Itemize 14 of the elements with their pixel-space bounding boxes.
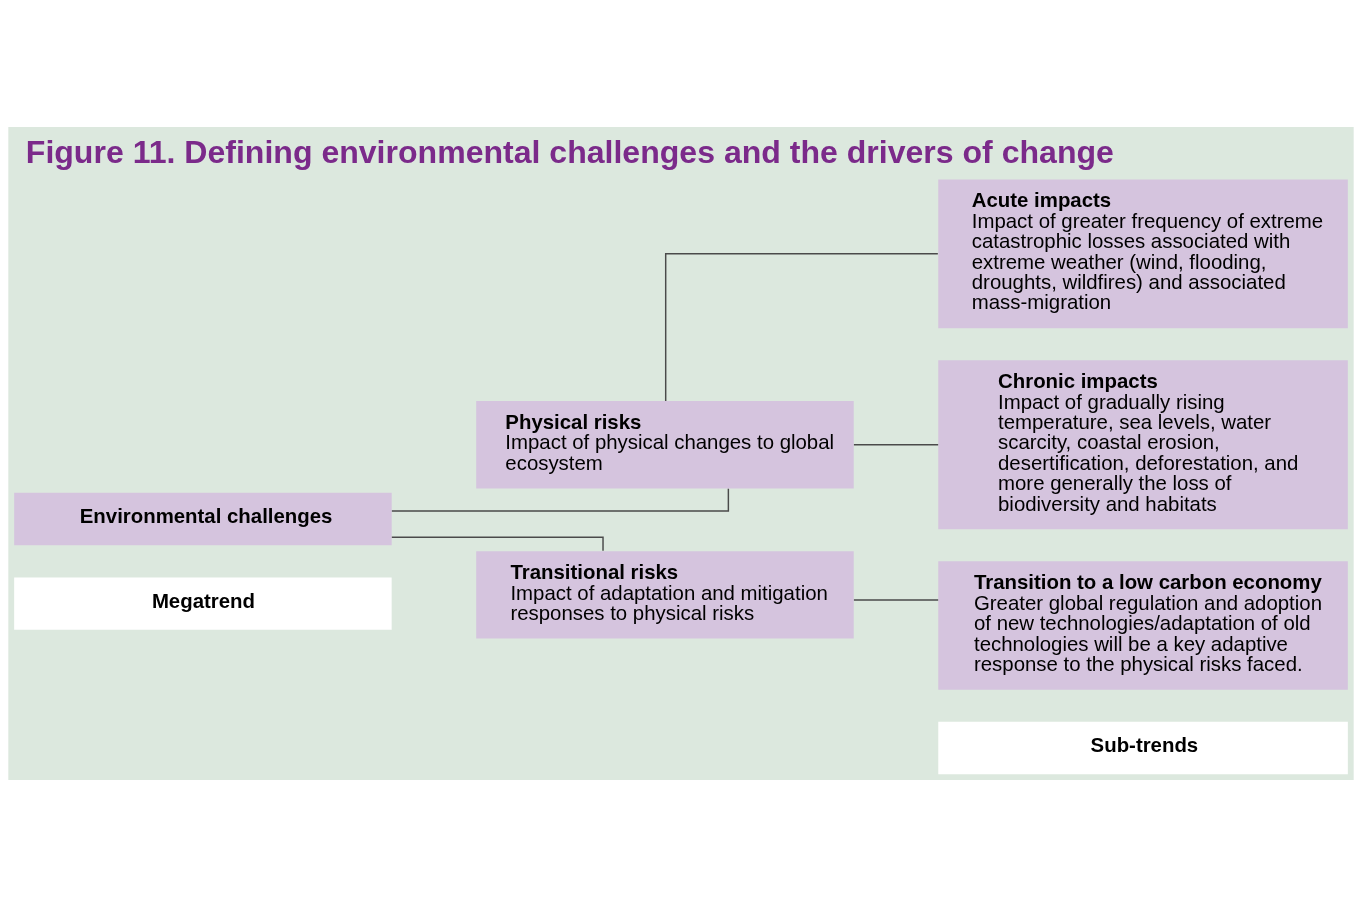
connector xyxy=(391,536,604,551)
node-box: Megatrend xyxy=(14,576,392,630)
node-box: Chronic impacts Impact of gradually rising temperature, sea levels, water scarcity, coastal erosion, desertification, deforestation, and more generally the loss of biodiversity and habitats xyxy=(938,359,1348,529)
diagram-title: Figure 11. Defining environmental challenges and the drivers of change xyxy=(25,133,1114,170)
node-box: Acute impacts Impact of greater frequency of extreme catastrophic losses associated with extreme weather (wind, flooding, droughts, wildfires) and associated mass-migration xyxy=(938,178,1348,328)
connector xyxy=(664,252,939,402)
connector xyxy=(853,443,939,445)
node-box: Transitional risks Impact of adaptation and mitigation responses to physical risks xyxy=(476,550,854,639)
node-box: Physical risks Impact of physical changes to global ecosystem xyxy=(476,400,854,488)
node-box: Transition to a low carbon economy Greater global regulation and adoption of new technologies/adaptation of old technologies will be a key adaptive response to the physical risks faced. xyxy=(938,560,1348,690)
connector xyxy=(853,598,939,601)
node-box: Sub-trends xyxy=(938,721,1348,774)
node-box: Environmental challenges xyxy=(14,492,392,545)
connector xyxy=(391,487,730,512)
